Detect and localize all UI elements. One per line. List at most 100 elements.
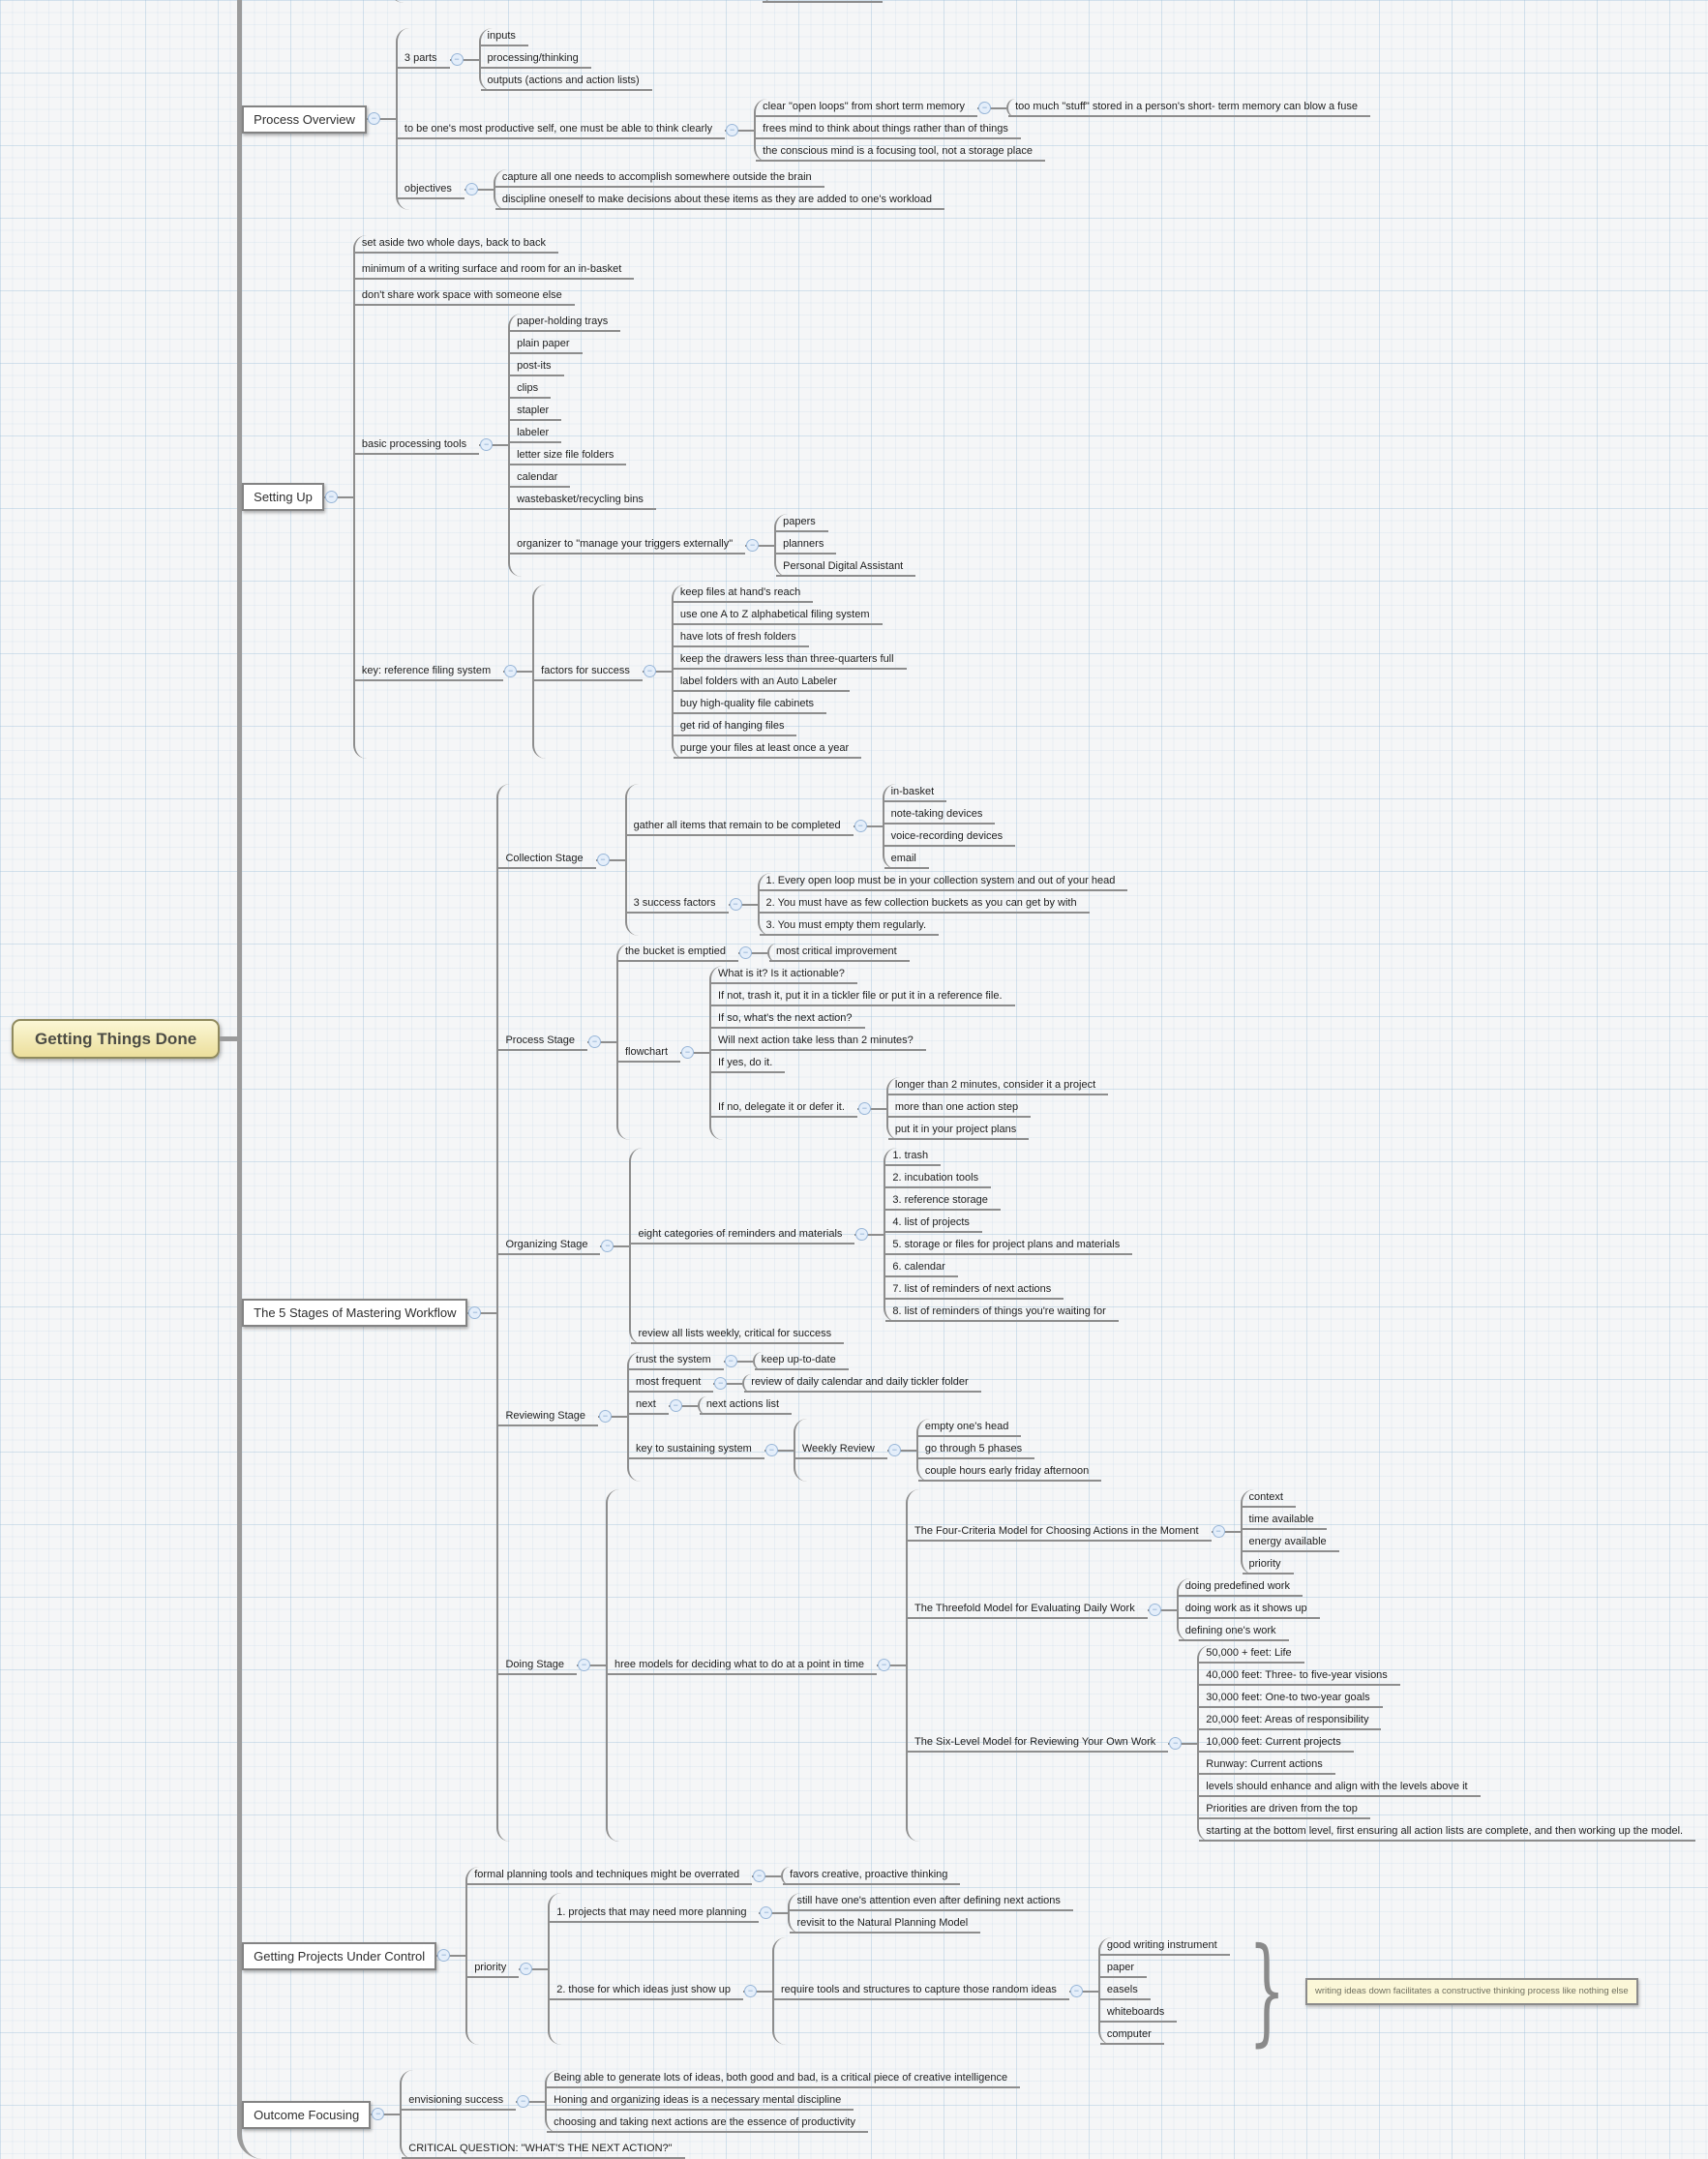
subtopic[interactable]: letter size file folders [510, 447, 627, 465]
subtopic[interactable]: get rid of hanging files [673, 718, 797, 736]
subtopic[interactable]: labeler [510, 425, 562, 443]
subtopic[interactable]: revisit to the Natural Planning Model [790, 1915, 981, 1934]
subtopic[interactable]: 20,000 feet: Areas of responsibility [1199, 1712, 1382, 1730]
subtopic[interactable]: levels should enhance and align with the… [1199, 1779, 1481, 1797]
collapse-toggle[interactable] [437, 1949, 451, 1962]
subtopic[interactable]: factors for success [534, 663, 643, 681]
subtopic[interactable]: note-taking devices [884, 806, 996, 825]
collapse-toggle[interactable] [599, 1410, 613, 1423]
subtopic[interactable]: envisioning success [402, 2092, 517, 2111]
collapse-toggle[interactable] [520, 1962, 533, 1975]
subtopic[interactable]: too much "stuff" stored in a person's sh… [1008, 99, 1370, 117]
subtopic[interactable]: longer than 2 minutes, consider it a pro… [887, 1077, 1109, 1095]
collapse-toggle[interactable] [978, 101, 992, 114]
subtopic[interactable]: keep the drawers less than three-quarter… [673, 651, 907, 670]
main-topic[interactable]: Getting Projects Under Control [242, 1941, 437, 1970]
collapse-toggle[interactable] [1148, 1603, 1161, 1616]
collapse-toggle[interactable] [504, 665, 518, 677]
collapse-toggle[interactable] [643, 665, 656, 677]
subtopic[interactable]: capture all one needs to accomplish some… [494, 169, 824, 188]
subtopic[interactable]: inputs [480, 28, 528, 46]
subtopic[interactable]: 7. list of reminders of next actions [885, 1281, 1064, 1300]
collapse-toggle[interactable] [464, 183, 478, 195]
subtopic[interactable]: objectives [397, 181, 464, 199]
subtopic[interactable]: buy high-quality file cabinets [673, 696, 827, 714]
collapse-toggle[interactable] [367, 112, 380, 125]
subtopic[interactable]: review of daily calendar and daily tickl… [744, 1374, 981, 1393]
subtopic[interactable]: formal planning tools and techniques mig… [467, 1867, 753, 1885]
subtopic[interactable]: outputs (actions and action lists) [480, 73, 652, 91]
collapse-toggle[interactable] [588, 1035, 601, 1048]
subtopic[interactable]: set aside two whole days, back to back [354, 235, 559, 254]
subtopic[interactable]: require tools and structures to capture … [773, 1982, 1069, 2000]
subtopic[interactable]: 1. Every open loop must be in your colle… [759, 873, 1128, 891]
root-topic[interactable]: Getting Things Done [12, 1018, 221, 1059]
subtopic[interactable]: CRITICAL QUESTION: "WHAT'S THE NEXT ACTI… [402, 2141, 685, 2159]
subtopic[interactable]: use one A to Z alphabetical filing syste… [673, 607, 883, 625]
subtopic[interactable]: voice-recording devices [884, 828, 1016, 847]
subtopic[interactable]: papers [776, 514, 828, 532]
subtopic[interactable]: put it in your project plans [887, 1122, 1030, 1140]
collapse-toggle[interactable] [1212, 1525, 1225, 1538]
subtopic[interactable]: empty one's head [917, 1419, 1022, 1437]
subtopic[interactable]: 2. those for which ideas just show up [550, 1982, 743, 2000]
subtopic[interactable]: The Six-Level Model for Reviewing Your O… [908, 1734, 1169, 1753]
subtopic[interactable]: the bucket is emptied [618, 944, 738, 962]
subtopic[interactable]: starting at the bottom level, first ensu… [1199, 1823, 1696, 1842]
main-topic[interactable]: Process Overview [242, 105, 367, 134]
subtopic[interactable]: 4. list of projects [885, 1214, 982, 1233]
subtopic[interactable]: time available [1242, 1512, 1327, 1530]
subtopic[interactable]: 10,000 feet: Current projects [1199, 1734, 1354, 1753]
subtopic[interactable]: 3 parts [397, 50, 450, 69]
subtopic[interactable]: have lots of fresh folders [673, 629, 809, 647]
subtopic[interactable]: The Threefold Model for Evaluating Daily… [908, 1601, 1148, 1619]
subtopic[interactable]: If so, what's the next action? [711, 1010, 865, 1029]
collapse-toggle[interactable] [760, 1906, 773, 1919]
subtopic[interactable]: purge your files at least once a year [673, 740, 862, 759]
subtopic[interactable]: keep up-to-date [754, 1352, 849, 1370]
subtopic[interactable]: most critical improvement [768, 944, 910, 962]
collapse-toggle[interactable] [681, 1046, 695, 1059]
subtopic[interactable]: minimum of a writing surface and room fo… [354, 261, 635, 280]
collapse-toggle[interactable] [601, 1239, 614, 1252]
subtopic[interactable]: The Four-Criteria Model for Choosing Act… [908, 1523, 1212, 1542]
subtopic[interactable]: 6. calendar [885, 1259, 958, 1277]
subtopic[interactable]: whiteboards [1099, 2004, 1178, 2023]
subtopic[interactable]: Will next action take less than 2 minute… [711, 1033, 926, 1051]
collapse-toggle[interactable] [669, 1398, 682, 1412]
subtopic[interactable]: still have one's attention even after de… [790, 1893, 1073, 1911]
subtopic[interactable]: context [1242, 1489, 1296, 1508]
subtopic[interactable]: priority [1242, 1556, 1294, 1574]
subtopic[interactable]: 50,000 + feet: Life [1199, 1645, 1304, 1664]
collapse-toggle[interactable] [753, 1869, 766, 1882]
subtopic[interactable]: 2. incubation tools [885, 1170, 992, 1188]
subtopic[interactable]: 3. reference storage [885, 1192, 1001, 1211]
subtopic[interactable]: Priorities are driven from the top [1199, 1801, 1370, 1819]
collapse-toggle[interactable] [857, 1101, 871, 1115]
subtopic[interactable]: keep files at hand's reach [673, 585, 814, 603]
subtopic[interactable]: Runway: Current actions [1199, 1756, 1335, 1775]
subtopic[interactable]: paper [1099, 1960, 1148, 1978]
subtopic[interactable]: paper-holding trays [510, 314, 621, 332]
subtopic[interactable]: discipline oneself to make decisions abo… [494, 192, 945, 210]
subtopic[interactable]: easels [1099, 1982, 1151, 2000]
subtopic[interactable]: don't share work space with someone else [354, 287, 575, 306]
subtopic[interactable]: basic processing tools [354, 436, 480, 455]
collapse-toggle[interactable] [714, 1376, 728, 1390]
subtopic[interactable]: Weekly Review [794, 1441, 887, 1459]
subtopic[interactable]: doing predefined work [1178, 1578, 1303, 1597]
subtopic[interactable]: label folders with an Auto Labeler [673, 674, 850, 692]
subtopic[interactable]: Organizing Stage [498, 1237, 601, 1255]
subtopic[interactable]: gather all items that remain to be compl… [626, 818, 854, 836]
subtopic[interactable]: processing/thinking [480, 50, 591, 69]
subtopic[interactable]: calendar [510, 469, 571, 488]
subtopic[interactable]: good writing instrument [1099, 1937, 1230, 1956]
subtopic[interactable]: organizer to "manage your triggers exter… [510, 536, 746, 555]
subtopic[interactable]: If not, trash it, put it in a tickler fi… [711, 988, 1015, 1006]
subtopic[interactable]: computer [1099, 2026, 1164, 2045]
subtopic[interactable]: Process Stage [498, 1033, 587, 1051]
subtopic[interactable]: 5. storage or files for project plans an… [885, 1237, 1133, 1255]
collapse-toggle[interactable] [468, 1305, 482, 1319]
subtopic[interactable]: 8. list of reminders of things you're wa… [885, 1304, 1119, 1322]
subtopic[interactable]: next [629, 1396, 669, 1415]
